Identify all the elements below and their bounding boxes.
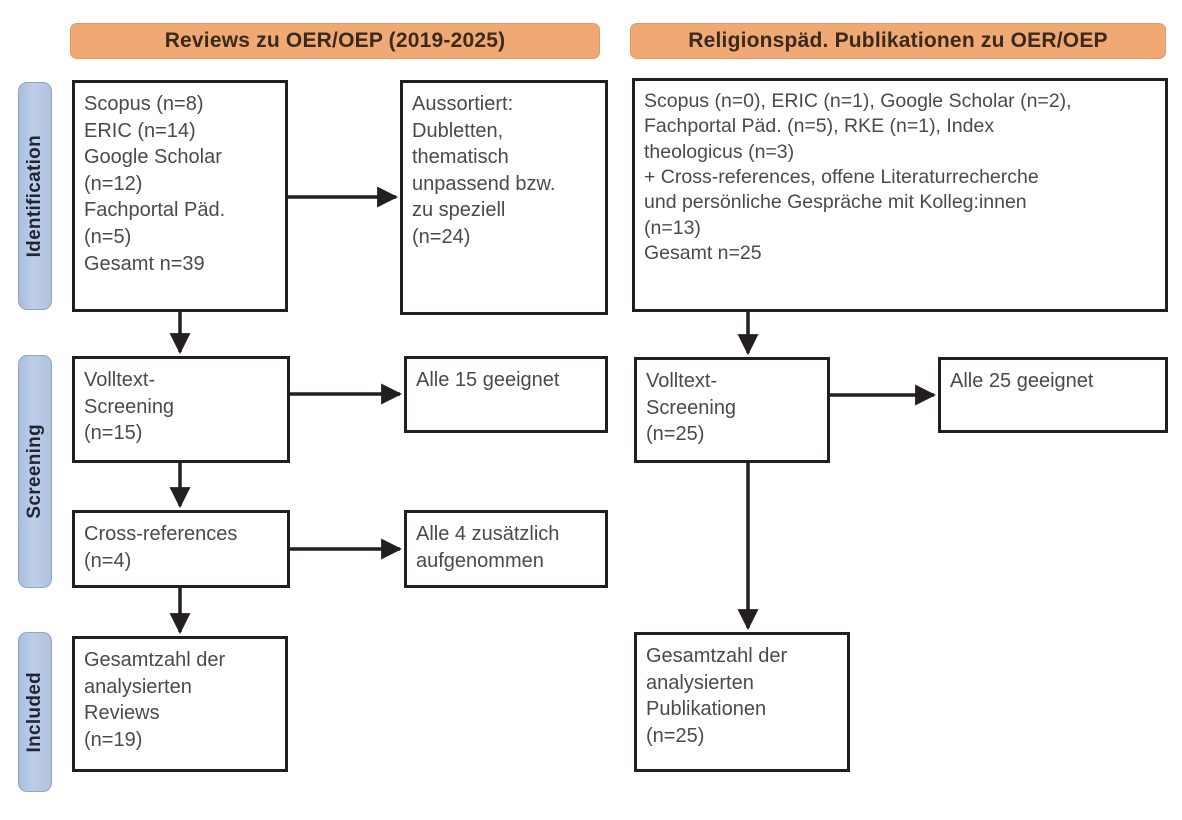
- node-screening-left-fulltext: Volltext- Screening (n=15): [72, 356, 290, 463]
- node-screening-left-crossrefs: Cross-references (n=4): [72, 510, 290, 588]
- node-screening-right-eligible: Alle 25 geeignet: [938, 357, 1168, 433]
- node-screening-left-crossrefs-added: Alle 4 zusätzlich aufgenommen: [404, 510, 608, 588]
- phase-label-included: Included: [18, 632, 52, 792]
- node-screening-left-eligible: Alle 15 geeignet: [404, 356, 608, 433]
- phase-label-screening: Screening: [18, 355, 52, 588]
- node-identification-left-excluded: Aussortiert: Dubletten, thematisch unpas…: [400, 80, 608, 315]
- node-included-right-total: Gesamtzahl der analysierten Publikatione…: [634, 632, 850, 772]
- node-included-left-total: Gesamtzahl der analysierten Reviews (n=1…: [72, 636, 288, 772]
- node-identification-left-sources: Scopus (n=8) ERIC (n=14) Google Scholar …: [72, 80, 288, 312]
- phase-label-identification: Identification: [18, 82, 52, 310]
- node-identification-right-sources: Scopus (n=0), ERIC (n=1), Google Scholar…: [632, 78, 1168, 312]
- phase-label-screening-text: Screening: [24, 424, 45, 519]
- column-header-reviews: Reviews zu OER/OEP (2019-2025): [70, 23, 600, 59]
- phase-label-identification-text: Identification: [24, 134, 45, 258]
- node-screening-right-fulltext: Volltext- Screening (n=25): [634, 357, 830, 463]
- phase-label-included-text: Included: [24, 671, 45, 753]
- column-header-publications: Religionspäd. Publikationen zu OER/OEP: [630, 23, 1166, 59]
